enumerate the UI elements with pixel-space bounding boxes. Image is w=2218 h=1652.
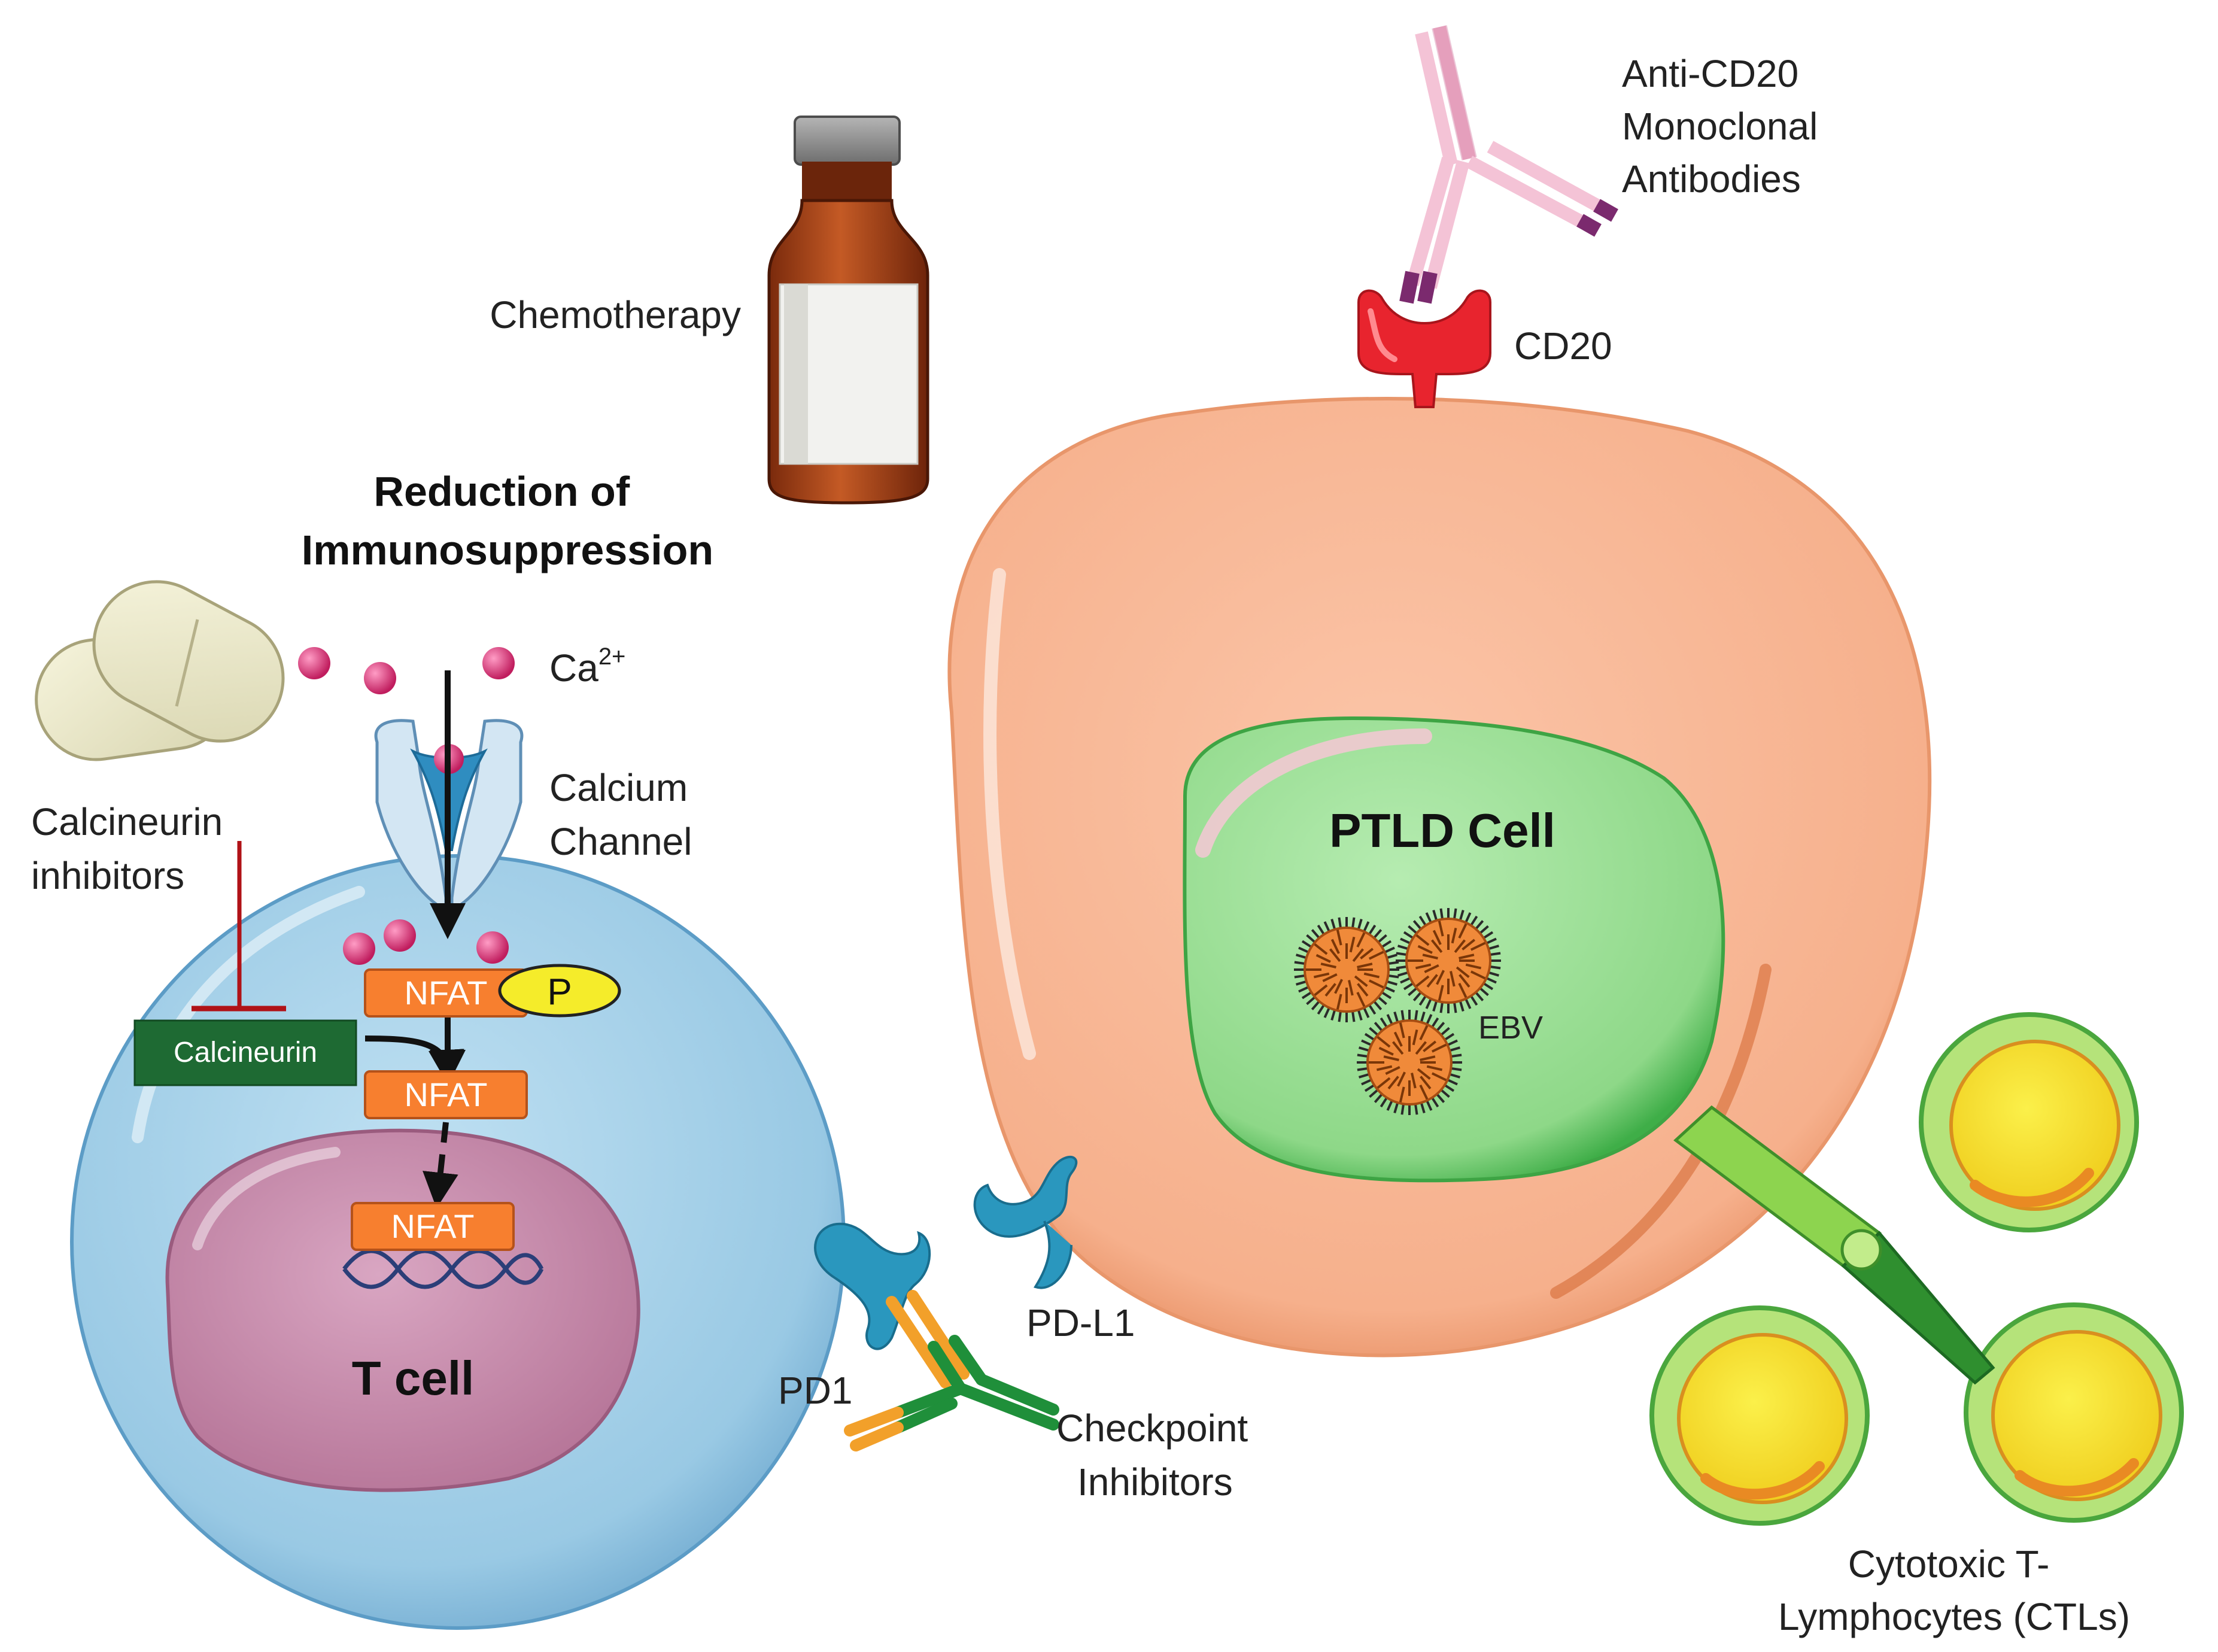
t-cell-label: T cell <box>352 1352 475 1405</box>
calcium-ion <box>364 662 396 694</box>
nfat-nuclear: NFAT <box>351 1202 515 1251</box>
pdl1-receptor-icon <box>973 1155 1078 1289</box>
ptld-cell: PTLD Cell EBV <box>947 397 1932 1358</box>
svg-text:NFAT: NFAT <box>405 974 488 1012</box>
ctl-syringe-icon <box>1673 1105 1995 1385</box>
checkpoint-inhibitor-antibody-icon <box>844 1290 1059 1451</box>
cd20-receptor-icon <box>1357 289 1491 408</box>
nfat-active: NFAT <box>364 1070 528 1119</box>
pdl1-label: PD-L1 <box>1026 1301 1135 1344</box>
ctl-cell <box>1964 1302 2184 1523</box>
ebv-virus-icon <box>1396 908 1501 1013</box>
reduction-title: Reduction of Immunosuppression <box>302 468 713 573</box>
anti-cd20-label: Anti-CD20 Monoclonal Antibodies <box>1622 52 1828 201</box>
ebv-label: EBV <box>1478 1010 1543 1046</box>
calcium-ions <box>298 647 515 965</box>
chemotherapy-label: Chemotherapy <box>490 293 741 336</box>
dna-icon <box>342 1249 544 1289</box>
ebv-virus-icon <box>1294 917 1399 1022</box>
phosphate-icon: P <box>498 964 621 1018</box>
ctl-cell <box>1649 1305 1870 1526</box>
ptld-cell-label: PTLD Cell <box>1329 804 1555 857</box>
chemotherapy-vial-icon <box>767 116 929 505</box>
calcineurin-box: Calcineurin <box>133 1019 357 1086</box>
inhibition-line <box>192 841 286 1012</box>
calcium-ion <box>298 647 330 679</box>
calcium-ion <box>384 919 416 952</box>
nuclear-translocation-arrow <box>423 1122 458 1208</box>
calcium-ion <box>476 931 509 964</box>
ctl-cell <box>1919 1012 2139 1232</box>
svg-text:P: P <box>547 971 572 1013</box>
anti-cd20-antibody-icon <box>1399 25 1618 304</box>
svg-text:NFAT: NFAT <box>391 1207 475 1245</box>
svg-text:NFAT: NFAT <box>405 1076 488 1113</box>
pd1-receptor-icon <box>814 1222 931 1350</box>
t-cell-nucleus <box>165 1128 640 1492</box>
svg-text:Calcineurin: Calcineurin <box>174 1037 317 1068</box>
pill-icon <box>35 580 285 761</box>
calcium-channel-label: Calcium Channel <box>549 766 698 863</box>
calcium-ion <box>343 933 375 965</box>
ebv-virus-icon <box>1357 1010 1462 1115</box>
calcium-ion-label: Ca2+ <box>549 643 625 690</box>
ctl-label: Cytotoxic T- Lymphocytes (CTLs) <box>1778 1542 2130 1638</box>
calcineurin-inhibitors-label: Calcineurin inhibitors <box>31 800 233 897</box>
pd1-label: PD1 <box>778 1369 853 1412</box>
cd20-label: CD20 <box>1514 324 1612 368</box>
calcium-ion <box>482 647 515 679</box>
ebv-virus-group <box>1294 908 1501 1115</box>
checkpoint-inhibitors-label: Checkpoint Inhibitors <box>1056 1407 1259 1504</box>
